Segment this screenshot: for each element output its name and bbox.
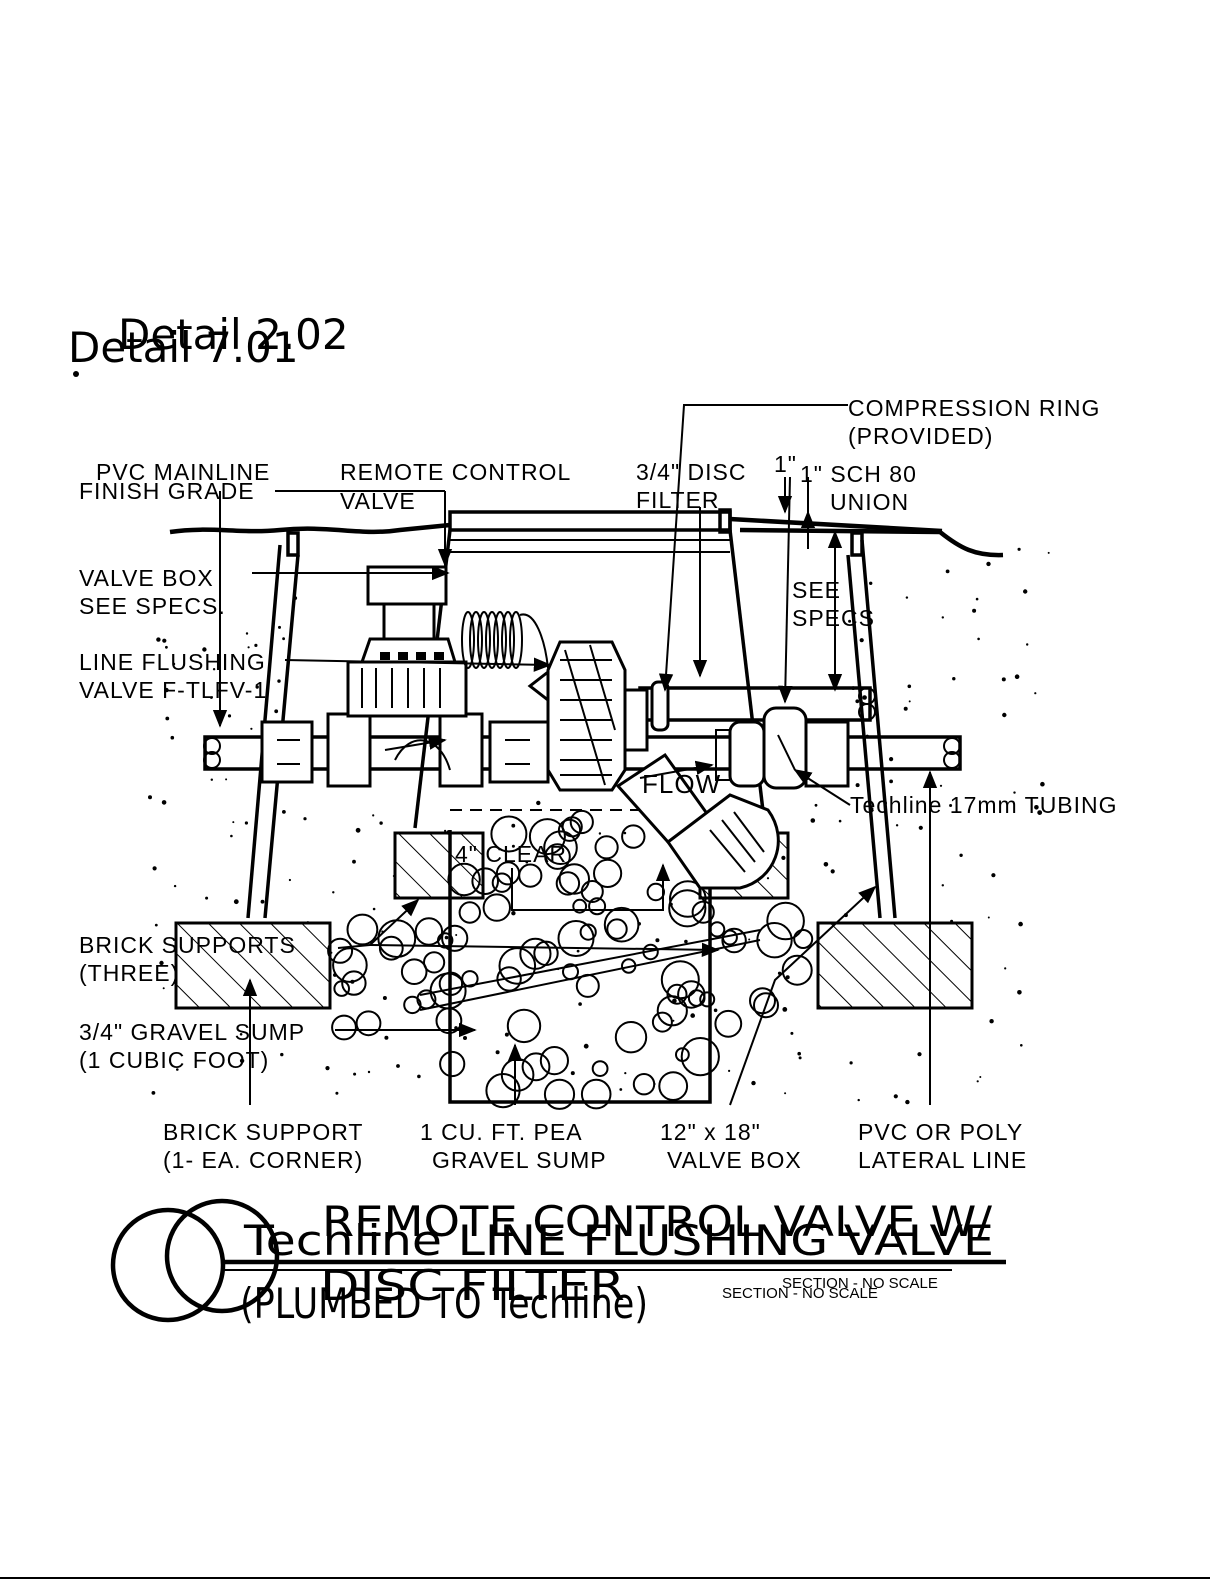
label-valve-box-size-b: VALVE BOX <box>667 1147 802 1173</box>
sch80-union <box>715 706 850 790</box>
label-brick-support-a: BRICK SUPPORT <box>163 1119 363 1145</box>
label-line-flushing-a: LINE FLUSHING <box>79 649 266 675</box>
gravel-sump-box <box>448 830 712 1104</box>
label-valve-box-b: SEE SPECS. <box>79 593 226 619</box>
detail-number-b: Detail 7.01 <box>68 323 299 372</box>
line-flushing-elbow <box>615 752 780 890</box>
valve-box-wall-outer-right <box>860 539 897 919</box>
detail-bubble-a <box>110 1207 226 1323</box>
scale-note-a: SECTION - NO SCALE <box>782 1275 938 1292</box>
label-see-specs-a: SEE <box>792 577 841 603</box>
label-pvc-mainline: PVC MAINLINE <box>96 459 270 485</box>
label-pvc-poly-b: LATERAL LINE <box>858 1147 1027 1173</box>
label-remote-control: REMOTE CONTROL <box>340 459 571 485</box>
label-pea-gravel-a: 1 CU. FT. PEA <box>420 1119 583 1145</box>
label-disc-filter-b: FILTER <box>636 487 720 513</box>
valve-box-lid <box>448 510 732 532</box>
label-finish-grade: FINISH GRADE <box>79 478 255 504</box>
upper-pipe <box>638 686 872 722</box>
title-a-line1: REMOTE CONTROL VALVE W/ <box>322 1197 993 1246</box>
label-compression-ring: COMPRESSION RING <box>848 395 1100 421</box>
title-b-line1: Techline LINE FLUSHING VALVE <box>243 1216 994 1265</box>
label-line-flushing-b: VALVE F-TLFV-1 <box>79 677 267 703</box>
solenoid-wire <box>461 611 549 669</box>
detail-bubble-b <box>164 1198 280 1314</box>
label-pvc-poly-a: PVC OR POLY <box>858 1119 1023 1145</box>
label-one-inch: 1" <box>774 451 797 477</box>
disc-filter <box>527 640 670 792</box>
finish-grade-line-right-b <box>729 516 943 534</box>
origin-dot <box>73 371 79 377</box>
finish-grade-line-right <box>739 527 1004 558</box>
label-valve-box-a: VALVE BOX <box>79 565 214 591</box>
title-a-line2: DISC FILTER <box>320 1261 625 1310</box>
label-clear: 4" CLEAR <box>455 841 567 867</box>
label-sch80-a: 1" SCH 80 <box>800 461 917 487</box>
label-disc-filter-a: 3/4" DISC <box>636 459 746 485</box>
leader-lines <box>212 404 938 1106</box>
label-gravel-sump-a: 3/4" GRAVEL SUMP <box>79 1019 305 1045</box>
label-sch80-b: UNION <box>830 489 909 515</box>
coupling-left <box>260 720 314 784</box>
label-brick-supports-a: BRICK SUPPORTS <box>79 932 296 958</box>
title-b-line2: (PLUMBED TO Techline) <box>240 1279 648 1328</box>
label-see-specs-b: SPECS <box>792 605 875 631</box>
brick-support-mid-left <box>393 831 485 900</box>
label-pea-gravel-b: GRAVEL SUMP <box>432 1147 607 1173</box>
gravel-fill <box>327 809 814 1110</box>
detail-number-a: Detail 2.02 <box>118 310 349 359</box>
label-brick-supports-b: (THREE) <box>79 960 179 986</box>
finish-grade-line-left <box>169 522 451 535</box>
label-valve-box-size-a: 12" x 18" <box>660 1119 761 1145</box>
label-valve: VALVE <box>340 488 416 514</box>
scale-note-b: SECTION - NO SCALE <box>722 1285 878 1302</box>
brick-support-right <box>816 921 974 1010</box>
label-brick-support-b: (1- EA. CORNER) <box>163 1147 363 1173</box>
label-gravel-sump-b: (1 CUBIC FOOT) <box>79 1047 269 1073</box>
label-provided: (PROVIDED) <box>848 423 993 449</box>
label-techline-tubing: Techline 17mm TUBING <box>850 792 1118 818</box>
coupling-right <box>488 720 550 784</box>
label-flow: FLOW <box>642 769 721 799</box>
